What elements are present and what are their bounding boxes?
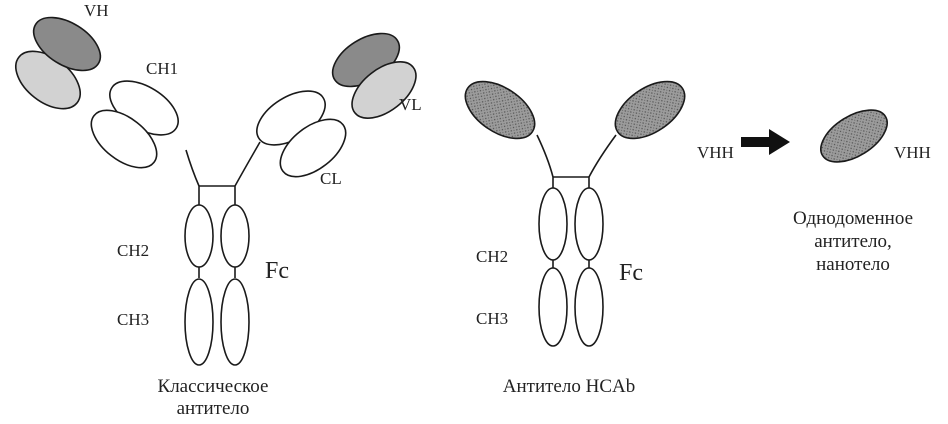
label-cl: CL xyxy=(320,169,342,188)
caption-nanobody-line3: нанотело xyxy=(816,254,890,275)
label-vh: VH xyxy=(84,1,109,20)
label-vhh-hcab: VHH xyxy=(697,143,734,162)
nanobody-vhh xyxy=(812,99,896,172)
classic-hinge-right xyxy=(235,142,260,205)
classic-ch3-left xyxy=(185,279,213,365)
label-ch3-hcab: CH3 xyxy=(476,309,508,328)
label-ch1: CH1 xyxy=(146,59,178,78)
hcab-ch3-right xyxy=(575,268,603,346)
hcab-vhh-left xyxy=(455,70,544,150)
hcab-ch2-right xyxy=(575,188,603,260)
hcab-ch2-left xyxy=(539,188,567,260)
hcab-hinge-right xyxy=(589,135,616,188)
caption-nanobody-line2: антитело, xyxy=(814,231,892,252)
label-vl: VL xyxy=(399,95,422,114)
hcab-hinge-left xyxy=(537,135,553,188)
hcab-antibody: VHH CH2 CH3 Fc Антитело HCAb xyxy=(455,70,733,397)
classic-ch3-right xyxy=(221,279,249,365)
classic-hinge-left xyxy=(186,150,199,205)
caption-hcab: Антитело HCAb xyxy=(503,376,635,397)
label-ch3-classic: CH3 xyxy=(117,310,149,329)
label-ch2-classic: CH2 xyxy=(117,241,149,260)
classic-ch2-right xyxy=(221,205,249,267)
classic-antibody: VH CH1 VL CL CH2 CH3 Fc Классическое ант… xyxy=(5,1,426,419)
label-fc-classic: Fc xyxy=(265,258,289,284)
caption-classic-line1: Классическое xyxy=(158,376,269,397)
caption-nanobody-line1: Однодоменное xyxy=(793,208,913,229)
classic-ch2-left xyxy=(185,205,213,267)
right-arrow-icon xyxy=(741,129,790,155)
label-fc-hcab: Fc xyxy=(619,260,643,286)
label-vhh-nanobody: VHH xyxy=(894,143,931,162)
hcab-ch3-left xyxy=(539,268,567,346)
nanobody: VHH Однодоменное антитело, нанотело xyxy=(793,99,931,275)
label-ch2-hcab: CH2 xyxy=(476,247,508,266)
hcab-vhh-right xyxy=(605,70,694,150)
caption-classic-line2: антитело xyxy=(177,398,250,419)
